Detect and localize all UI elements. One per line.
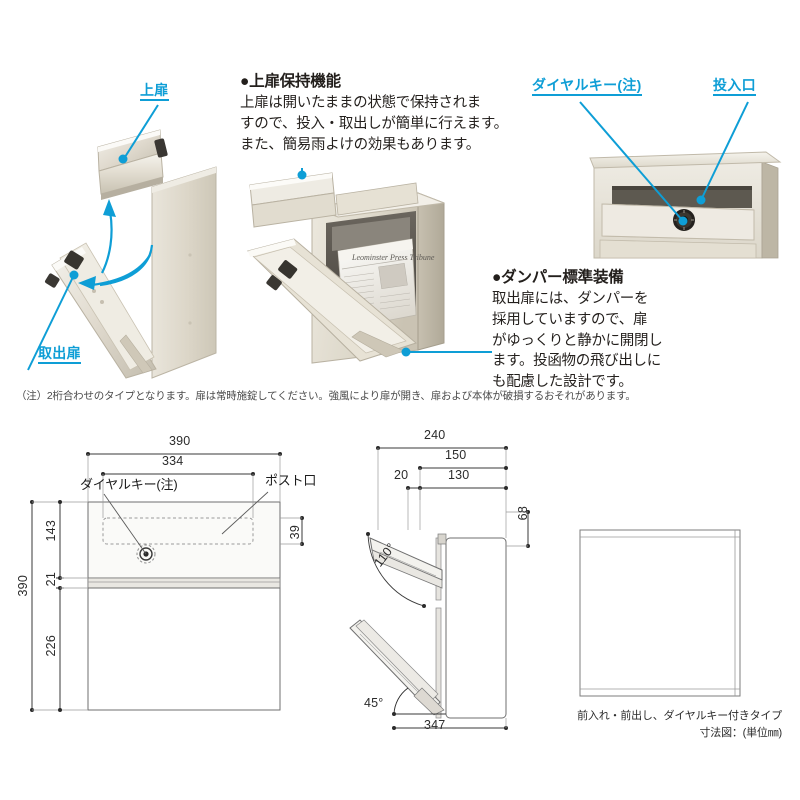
door-operation-illustration [45,129,217,379]
feature-upper-door-heading: ●上扉保持機能 [240,73,341,90]
feature-upper-door-line2: すので、投入・取出しが簡単に行えます。 [240,115,508,132]
feature-damper-heading: ●ダンパー標準装備 [492,269,624,286]
front-dim-334: 334 [162,454,184,468]
side-dim-20: 20 [394,468,409,482]
front-label-dial-key: ダイヤルキー(注) [80,477,178,492]
footnote-text: （注）2桁合わせのタイプとなります。扉は常時施錠してください。強風により扉が開き… [16,390,636,402]
right-photo-leader-lines [579,101,749,226]
side-view-drawing: 240 150 20 130 68 110° 45° 347 [349,420,550,800]
rear-view-geometry [579,529,741,697]
front-dim-21: 21 [44,572,58,587]
left-photo-leader-lines [27,104,159,371]
front-view-drawing: 390 334 390 143 21 226 39 ダイヤルキー(注) ポスト口 [0,420,360,800]
front-label-post-slot: ポスト口 [265,473,317,488]
front-dim-390-height: 390 [16,575,30,597]
photo-mailbox-with-newspaper: Leominster Press Tribune [240,165,490,380]
side-angle-45: 45° [364,696,384,710]
feature-damper-line5: も配慮した設計です。 [492,373,633,390]
dimension-drawing-section: 390 334 390 143 21 226 39 ダイヤルキー(注) ポスト口 [0,420,800,800]
feature-damper-text: ●ダンパー標準装備 取出扉には、ダンパーを 採用していますので、扉 がゆっくりと… [492,268,792,392]
svg-text:Leominster Press Tribune: Leominster Press Tribune [351,253,435,262]
feature-damper-line4: ます。投函物の飛び出しに [492,353,661,370]
feature-damper-line3: がゆっくりと静かに開閉し [492,332,663,349]
middle-photo-leader-lines [297,168,492,357]
feature-damper-line1: 取出扉には、ダンパーを [492,291,649,308]
front-dim-39: 39 [288,525,302,540]
side-dim-347: 347 [424,718,446,732]
callout-upper-door: 上扉 [140,82,169,102]
feature-photo-section: 上扉 取出扉 ●上扉保持機能 上扉は開いたままの状態で保持されま すので、投入・… [16,72,792,402]
front-dim-143: 143 [44,520,58,542]
caption-line-1: 前入れ・前出し、ダイヤルキー付きタイプ [577,710,782,722]
side-view-geometry [349,446,530,730]
feature-damper-line2: 採用していますので、扉 [492,311,648,328]
side-dim-68: 68 [516,506,530,521]
caption-line-2: 寸法図：(単位㎜) [699,727,782,740]
side-dim-240: 240 [424,428,446,442]
callout-dial-key: ダイヤルキー(注) [532,77,642,97]
feature-upper-door-line1: 上扉は開いたままの状態で保持されま [240,95,481,112]
front-dim-226: 226 [44,635,58,657]
callout-mail-slot: 投入口 [713,77,756,97]
feature-upper-door-text: ●上扉保持機能 上扉は開いたままの状態で保持されま すので、投入・取出しが簡単に… [240,72,510,155]
rear-view-drawing [560,420,800,800]
drawing-caption: 前入れ・前出し、ダイヤルキー付きタイプ 寸法図：(単位㎜) [577,708,782,742]
front-view-geometry [30,452,304,712]
side-dim-150: 150 [445,448,467,462]
feature-upper-door-line3: また、簡易雨よけの効果もあります。 [240,136,480,153]
mailbox-newspaper-illustration: Leominster Press Tribune [247,172,445,364]
photo-door-operation [30,95,235,379]
callout-take-out-door: 取出扉 [38,345,81,365]
side-dim-130: 130 [448,468,470,482]
front-dim-390-width: 390 [169,434,191,448]
